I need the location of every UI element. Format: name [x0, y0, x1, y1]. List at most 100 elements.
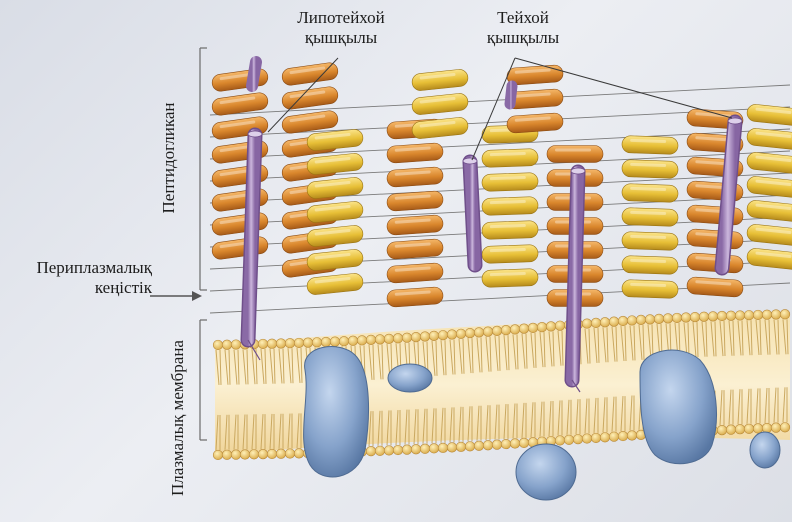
- lipid-head: [744, 310, 754, 320]
- peptidoglycan-capsule: [746, 152, 792, 175]
- peptidoglycan-capsule: [622, 208, 679, 227]
- lipid-head: [555, 321, 565, 331]
- lipid-head: [483, 327, 493, 337]
- peptidoglycan-capsule: [306, 225, 363, 248]
- peptidoglycan-capsule: [281, 86, 339, 111]
- lipid-head: [384, 334, 394, 344]
- lipid-head: [501, 325, 511, 335]
- lipid-head: [429, 444, 439, 454]
- lipid-head: [285, 338, 295, 348]
- lipid-head: [231, 340, 241, 350]
- lipid-head: [465, 442, 475, 452]
- lipid-head: [600, 433, 610, 443]
- peptidoglycan-capsule: [547, 146, 603, 163]
- lipid-head: [456, 442, 466, 452]
- peptidoglycan-capsule: [306, 129, 363, 152]
- periplasmic-label-line1: Периплазмалық: [2, 258, 152, 278]
- lipid-head: [726, 425, 736, 435]
- lipid-head: [609, 432, 619, 442]
- lipid-head: [339, 336, 349, 346]
- lipid-head: [762, 310, 772, 320]
- lipid-head: [762, 423, 772, 433]
- lipid-head: [420, 444, 430, 454]
- teichoic-acid-label: Тейхой қышқылы: [468, 8, 578, 48]
- lipoteichoic-acid-label: Липотейхой қышқылы: [271, 8, 411, 48]
- peptidoglycan-capsule: [211, 236, 269, 261]
- peptidoglycan-capsule: [306, 201, 363, 224]
- lipid-head: [213, 340, 223, 350]
- lipid-head: [501, 439, 511, 449]
- lipid-head: [321, 337, 331, 347]
- peptidoglycan-capsule: [411, 93, 468, 116]
- lipid-head: [375, 446, 385, 456]
- lipid-head: [771, 310, 781, 320]
- peptidoglycan-capsule: [622, 280, 679, 299]
- peptidoglycan-capsule: [746, 224, 792, 247]
- lipid-head: [771, 423, 781, 433]
- lipid-head: [249, 450, 259, 460]
- lipid-head: [240, 450, 250, 460]
- lipid-head: [438, 443, 448, 453]
- lipid-head: [654, 314, 664, 324]
- lipid-head: [672, 313, 682, 323]
- lipid-head: [213, 450, 223, 460]
- lipid-head: [681, 313, 691, 323]
- lipid-head: [303, 338, 313, 348]
- lipid-head: [456, 329, 466, 339]
- lipid-head: [258, 449, 268, 459]
- peptidoglycan-capsule: [306, 249, 363, 272]
- lipid-head: [348, 336, 358, 346]
- lipid-head: [510, 439, 520, 449]
- periplasm-arrow: [150, 291, 202, 301]
- lipid-head: [492, 326, 502, 336]
- teichoic-label-line1: Тейхой: [468, 8, 578, 28]
- lipid-head: [357, 336, 367, 346]
- lipid-head: [636, 315, 646, 325]
- peptidoglycan-capsule: [386, 239, 443, 260]
- lipid-head: [780, 309, 790, 319]
- lipid-head: [483, 440, 493, 450]
- lipid-head: [591, 433, 601, 443]
- lipid-head: [258, 339, 268, 349]
- lipid-head: [312, 338, 322, 348]
- lipid-head: [591, 318, 601, 328]
- lipid-head: [708, 312, 718, 322]
- peptidoglycan-capsule: [622, 256, 679, 275]
- lipid-head: [555, 436, 565, 446]
- lipid-head: [744, 424, 754, 434]
- membrane-protein-large-right: [640, 350, 716, 464]
- peptidoglycan-capsule: [746, 176, 792, 199]
- peptidoglycan-layer: [210, 62, 792, 313]
- peptidoglycan-capsule: [482, 221, 539, 240]
- lipid-head: [465, 328, 475, 338]
- lipid-head: [411, 444, 421, 454]
- lipid-head: [627, 431, 637, 441]
- peptidoglycan-capsule: [386, 287, 443, 308]
- peptidoglycan-capsule: [622, 160, 679, 179]
- lipid-head: [600, 317, 610, 327]
- peptidoglycan-capsule: [386, 143, 443, 164]
- lipid-head: [276, 339, 286, 349]
- peptidoglycan-capsule: [386, 263, 443, 284]
- peptidoglycan-capsule: [306, 273, 363, 296]
- peptidoglycan-capsule: [746, 128, 792, 151]
- lipid-head: [294, 449, 304, 459]
- peptidoglycan-capsule: [306, 153, 363, 176]
- peptidoglycan-capsule: [506, 113, 563, 134]
- peptidoglycan-bracket: [200, 48, 207, 290]
- lipid-head: [618, 431, 628, 441]
- peptidoglycan-capsule: [482, 149, 539, 168]
- lipid-head: [393, 333, 403, 343]
- lipid-head: [582, 434, 592, 444]
- peptidoglycan-capsule: [686, 205, 743, 226]
- peptidoglycan-label: Пептидогликан: [159, 93, 179, 223]
- lipid-head: [726, 311, 736, 321]
- lipid-head: [564, 435, 574, 445]
- lipid-head: [366, 335, 376, 345]
- lipid-head: [609, 317, 619, 327]
- lipoteichoic-label-line1: Липотейхой: [271, 8, 411, 28]
- lipid-head: [546, 322, 556, 332]
- lipid-head: [420, 332, 430, 342]
- lipid-head: [267, 339, 277, 349]
- peptidoglycan-capsule: [281, 62, 339, 87]
